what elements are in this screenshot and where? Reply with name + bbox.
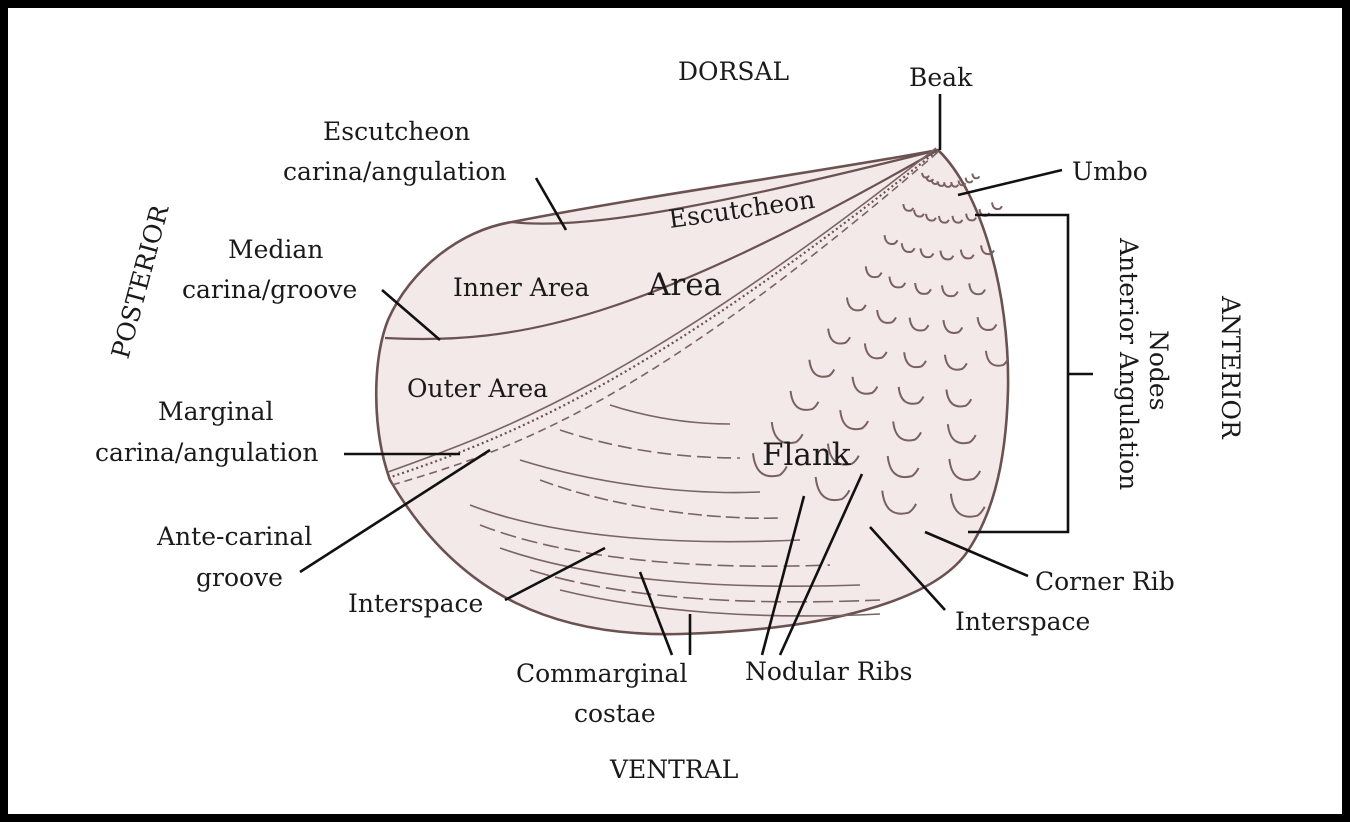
label-interspace-left: Interspace (348, 589, 483, 618)
label-anterior-nodes-2: Nodes (1144, 330, 1173, 411)
label-marginal-2: carina/angulation (95, 438, 319, 467)
label-commarginal-2: costae (574, 699, 656, 728)
label-antecarinal-2: groove (196, 563, 283, 592)
label-ventral: VENTRAL (609, 755, 738, 784)
label-beak: Beak (909, 63, 973, 92)
label-interspace-right: Interspace (955, 607, 1090, 636)
label-escutcheon-carina-1: Escutcheon (323, 117, 470, 146)
label-anterior: ANTERIOR (1216, 295, 1245, 440)
label-area: Area (647, 267, 722, 303)
label-escutcheon-carina-2: carina/angulation (283, 157, 507, 186)
label-dorsal: DORSAL (678, 57, 789, 86)
label-inner-area: Inner Area (453, 273, 590, 302)
label-umbo: Umbo (1072, 157, 1148, 186)
label-commarginal-1: Commarginal (516, 659, 687, 688)
label-median-2: carina/groove (182, 275, 357, 304)
label-median-1: Median (228, 235, 323, 264)
label-antecarinal-1: Ante-carinal (156, 522, 312, 551)
label-marginal-1: Marginal (158, 397, 273, 426)
label-flank: Flank (762, 437, 851, 473)
label-anterior-nodes-1: Anterior Angulation (1114, 237, 1143, 490)
label-corner-rib: Corner Rib (1035, 567, 1175, 596)
label-outer-area: Outer Area (407, 374, 548, 403)
label-nodular-ribs: Nodular Ribs (745, 657, 912, 686)
